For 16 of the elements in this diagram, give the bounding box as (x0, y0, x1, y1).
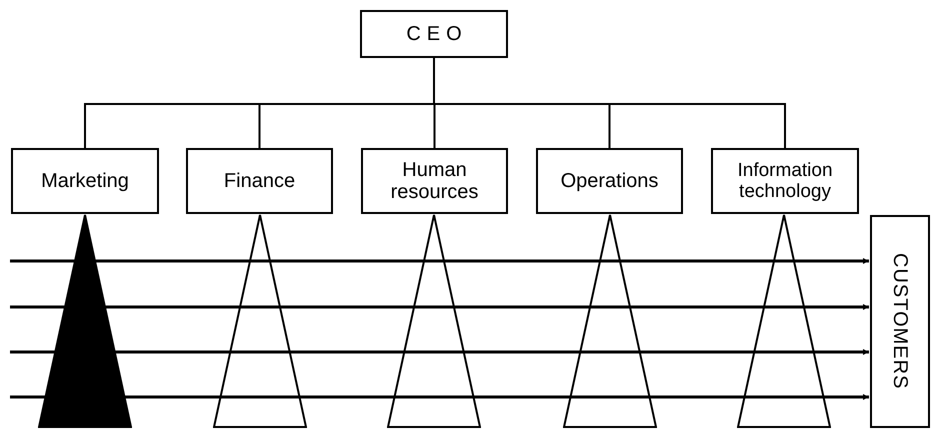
outline-triangle (563, 214, 657, 428)
unit-box: Information technology (711, 148, 859, 214)
arrow (10, 258, 869, 264)
unit-box: Finance (186, 148, 333, 214)
outline-triangle (213, 214, 307, 428)
unit-box: CUSTOMERS (870, 215, 930, 428)
arrow (10, 394, 869, 400)
solid-triangle (38, 214, 132, 428)
unit-box: Human resources (361, 148, 508, 214)
outline-triangle (387, 214, 481, 428)
arrow (10, 349, 869, 355)
outline-triangle (737, 214, 831, 428)
unit-box: Marketing (11, 148, 159, 214)
unit-box: CEO (360, 10, 508, 58)
unit-box: Operations (536, 148, 683, 214)
arrow (10, 304, 869, 310)
